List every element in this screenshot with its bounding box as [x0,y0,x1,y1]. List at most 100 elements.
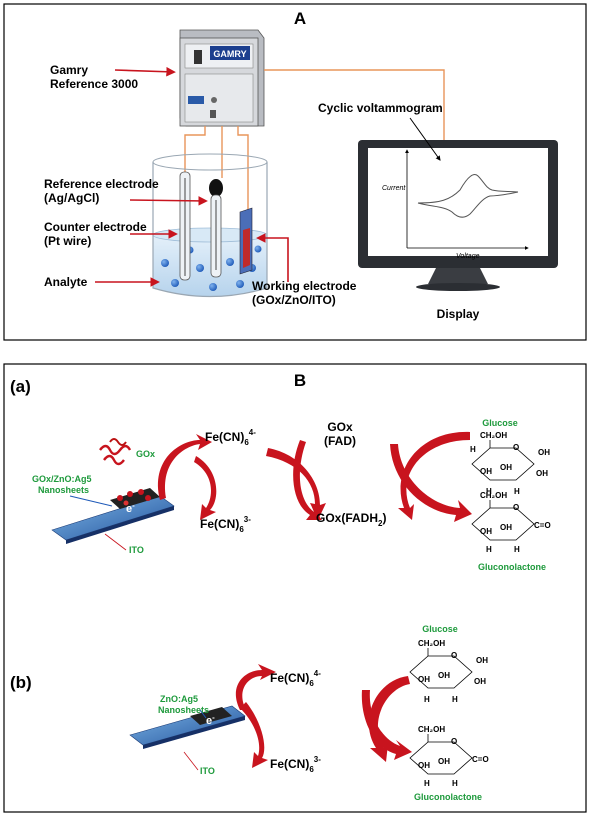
glucose-a-oh2: OH [480,467,492,476]
redox-arrows-a [158,431,472,522]
cv-label: Cyclic voltammogram [318,101,443,115]
glucose-b-h2: H [452,695,458,704]
gluconolactone-label-a: Gluconolactone [478,562,546,572]
gamry-label-line2: Reference 3000 [50,77,138,91]
glucose-a-h3: H [470,445,476,454]
ito-label-b: ITO [200,766,215,776]
analyte-label: Analyte [44,275,88,289]
gamry-pointer-arrow [114,66,176,77]
glucose-a-oh4: OH [500,463,512,472]
ref-electrode-line1: Reference electrode [44,177,159,191]
nanosheets-b-line1: ZnO:Ag5 [160,694,198,704]
goxfadh-base: GOx(FADH [316,511,378,525]
sub-a-label: (a) [10,377,31,396]
sub-b-label: (b) [10,673,32,692]
gluconolactone-structure-a [471,500,535,541]
glucose-a-h1: H [486,487,492,496]
working-electrode [239,207,253,275]
electron-a-base: e [126,503,132,515]
ito-label-a: ITO [129,545,144,555]
glucose-a-ch2oh: CH₂OH [480,431,507,440]
fecn-bot-b-sub: 6 [309,765,314,774]
fecn-top-b-base: Fe(CN) [270,671,309,685]
glucose-b-ch2oh: CH₂OH [418,639,445,648]
nanosheets-b-pointer [199,709,207,719]
gox-fad-line1: GOx [327,420,353,434]
reference-electrode [209,179,223,278]
glucose-structure-b [409,648,473,689]
lactone-b-o: O [451,737,457,746]
glucose-a-o: O [513,443,519,452]
wires [184,69,445,210]
lactone-b-co: C=O [472,755,489,764]
fecn-bot-b-base: Fe(CN) [270,757,309,771]
gluconolactone-atoms-a: CH₂OH O C=O OH OH H H [480,491,551,554]
gox-label: GOx [136,449,155,459]
fecn-top-a-sup: 4- [249,428,256,437]
voltage-axis-label: Voltage [456,253,480,260]
lactone-a-ch2oh: CH₂OH [480,491,507,500]
lactone-a-co: C=O [534,521,551,530]
glucose-atoms-b: CH₂OH O OH OH OH OH H H [418,639,488,704]
lactone-b-oh2: OH [438,757,450,766]
fecn-bot-b-sup: 3- [314,755,321,764]
cv-pointer-arrow [409,117,441,161]
lactone-b-ch2oh: CH₂OH [418,725,445,734]
glucose-label-b: Glucose [422,624,458,634]
fecn-bot-a-base: Fe(CN) [200,517,239,531]
lactone-a-h2: H [514,545,520,554]
electron-a-sup: - [132,501,135,510]
gox-fad-line2: (FAD) [324,434,356,448]
working-pointer-arrow [256,233,289,282]
fecn-bot-a-sub: 6 [239,525,244,534]
nanosheets-a-pointer [69,495,113,507]
panel-b-frame [3,363,587,813]
gluconolactone-atoms-b: CH₂OH O C=O OH OH H H [418,725,489,788]
lactone-a-h1: H [486,545,492,554]
ref-pointer-arrow [129,196,208,206]
glucose-a-oh1: OH [538,448,550,457]
glucose-b-oh1: OH [476,656,488,665]
panel-b-letter: B [294,371,306,390]
electron-b-base: e [206,715,212,727]
panel-a-letter: A [294,9,306,28]
counter-electrode [179,171,191,281]
working-electrode-line2: (GOx/ZnO/ITO) [252,293,336,307]
fecn-top-b: Fe(CN)64- [270,669,321,688]
glucose-b-oh4: OH [438,671,450,680]
glucose-atoms-a: CH₂OH O OH OH OH OH H H H [470,431,550,496]
glucose-label-a: Glucose [482,418,518,428]
gamry-label-line1: Gamry [50,63,88,77]
cv-curve [417,174,519,218]
ito-electrode-a [51,488,175,544]
fecn-top-b-sup: 4- [314,669,321,678]
electron-a: e- [126,501,135,515]
gluconolactone-structure-b [409,734,473,775]
lactone-a-o: O [513,503,519,512]
ito-b-pointer [183,751,199,771]
current-axis-label: Current [382,185,406,192]
display-label: Display [437,307,480,321]
lactone-b-h1: H [424,779,430,788]
fecn-top-a-sub: 6 [244,438,249,447]
gamry-brand: GAMRY [213,49,246,59]
glucose-b-h1: H [424,695,430,704]
goxfadh-end: ) [382,511,386,525]
fecn-bot-a-sup: 3- [244,515,251,524]
fecn-top-b-sub: 6 [309,679,314,688]
lactone-b-oh1: OH [418,761,430,770]
fecn-top-a: Fe(CN)64- [205,428,256,447]
display-monitor: Current Voltage [358,140,558,291]
fecn-top-a-base: Fe(CN) [205,430,244,444]
gox-enzyme [99,438,132,466]
glucose-structure-a [471,440,535,481]
lactone-b-h2: H [452,779,458,788]
glucose-b-oh3: OH [474,677,486,686]
fecn-bot-a: Fe(CN)63- [200,515,251,534]
goxfadh-label: GOx(FADH2) [316,511,386,528]
nanosheets-a-line2: Nanosheets [38,485,89,495]
glucose-a-h2: H [514,487,520,496]
electron-b-sup: - [212,713,215,722]
gluconolactone-label-b: Gluconolactone [414,792,482,802]
